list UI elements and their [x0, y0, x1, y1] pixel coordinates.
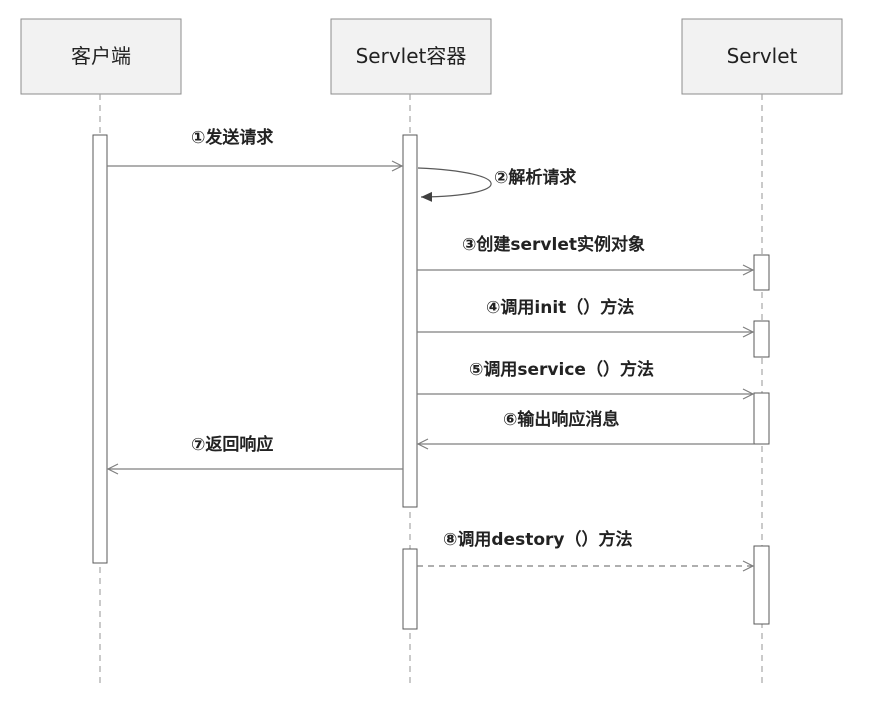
actor-servlet-container: Servlet容器	[330, 18, 492, 95]
message-8-label: ⑧调用destory（）方法	[443, 529, 632, 550]
actor-client-label: 客户端	[71, 44, 131, 68]
actor-servlet: Servlet	[681, 18, 843, 95]
message-1-label: ①发送请求	[191, 127, 273, 148]
activation-servlet-destroy	[753, 545, 770, 625]
actor-client-box	[20, 18, 182, 95]
activation-container-main	[402, 134, 418, 508]
actor-client: 客户端	[20, 18, 182, 95]
activation-servlet-init	[753, 320, 770, 358]
message-2-selfloop	[417, 167, 492, 202]
actor-servlet-box	[681, 18, 843, 95]
message-2-label: ②解析请求	[494, 167, 576, 188]
message-5-label: ⑤调用service（）方法	[469, 359, 654, 380]
actor-servlet-container-box	[330, 18, 492, 95]
activation-container-destroy	[402, 548, 418, 630]
activation-servlet-create	[753, 254, 770, 291]
activation-servlet-service	[753, 392, 770, 445]
actor-servlet-container-label: Servlet容器	[356, 44, 467, 68]
message-7-label: ⑦返回响应	[191, 434, 273, 455]
message-4-label: ④调用init（）方法	[486, 297, 634, 318]
activation-client	[92, 134, 108, 564]
actor-servlet-label: Servlet	[727, 44, 798, 68]
message-6-label: ⑥输出响应消息	[503, 409, 619, 430]
message-3-label: ③创建servlet实例对象	[462, 234, 645, 255]
